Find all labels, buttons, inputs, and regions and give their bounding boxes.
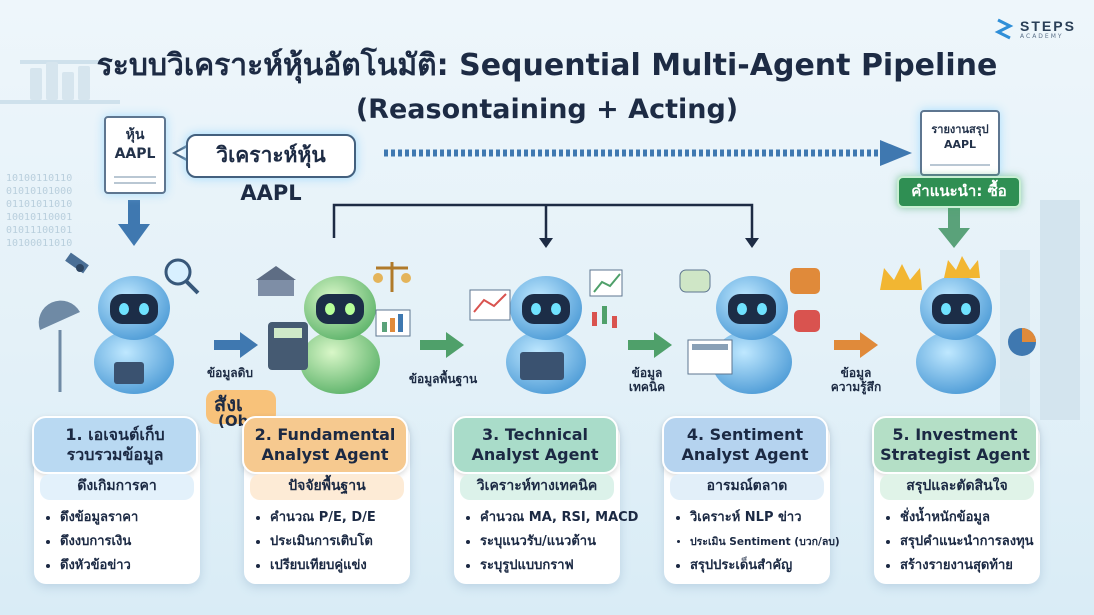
flow-label-technical: ข้อมูล เทคนิค (612, 366, 682, 394)
agent-card-subtitle: ปัจจัยพื้นฐาน (250, 474, 404, 500)
list-item: ระบุแนวรับ/แนวต้าน (480, 530, 626, 554)
hidden-label: สังเ (214, 392, 243, 416)
agent-card-title: 4. Sentiment Analyst Agent (662, 416, 828, 474)
agent-card-bullets: คำนวณ MA, RSI, MACD ระบุแนวรับ/แนวต้าน ร… (464, 506, 638, 578)
background-shelf (0, 100, 120, 104)
background-building (1040, 200, 1080, 420)
agent-card-subtitle: อารมณ์ตลาด (670, 474, 824, 500)
agent-card-bullets: วิเคราะห์ NLP ข่าว ประเมิน Sentiment (บว… (674, 506, 840, 578)
list-item: สร้างรายงานสุดท้าย (900, 554, 1046, 578)
arrow-technical (628, 332, 672, 358)
logo-icon (994, 18, 1014, 40)
arrow-sentiment (834, 332, 878, 358)
agent-card-title: 1. เอเจนต์เก็บรวบรวมข้อมูล (32, 416, 198, 474)
agent-card-technical: 3. Technical Analyst Agent วิเคราะห์ทางเ… (452, 416, 638, 584)
logo-name: STEPS (1020, 18, 1076, 34)
shared-data-bracket (332, 203, 759, 248)
list-item: เปรียบเทียบคู่แข่ง (270, 554, 416, 578)
background-book (78, 66, 90, 100)
flow-label-sentiment-line1: ข้อมูล (840, 366, 872, 380)
agent-card-title: 2. Fundamental Analyst Agent (242, 416, 408, 474)
input-document: หุ้น AAPL (104, 116, 166, 194)
flow-label-raw: ข้อมูลดิบ (206, 366, 254, 380)
background-book (62, 72, 74, 100)
input-doc-line1: หุ้น (125, 127, 145, 143)
list-item: สรุปประเด็นสำคัญ (690, 554, 836, 578)
logo-sub: ACADEMY (1020, 33, 1064, 40)
arrow-raw (214, 332, 258, 358)
agent-card-bullets: ชั่งน้ำหนักข้อมูล สรุปคำแนะนำการลงทุน สร… (884, 506, 1046, 578)
list-item: สรุปคำแนะนำการลงทุน (900, 530, 1046, 554)
recommendation-badge: คำแนะนำ: ซื้อ (897, 176, 1021, 208)
list-item: ดึงข้อมูลราคา (60, 506, 206, 530)
flow-label-sentiment-line2: ความรู้สึก (830, 380, 882, 394)
background-book (46, 62, 58, 100)
agent-card-subtitle: ดึงเกิมการคา (40, 474, 194, 500)
bubble-tail (176, 147, 188, 159)
main-flow-arrow (384, 140, 912, 166)
page-title: ระบบวิเคราะห์หุ้นอัตโนมัติ: Sequential M… (96, 48, 998, 83)
list-item: ประเมิน Sentiment (บวก/ลบ) (690, 530, 840, 554)
hidden-label-sub: (Ob (218, 412, 249, 430)
input-down-arrow (118, 200, 150, 246)
input-bubble: วิเคราะห์หุ้น AAPL (186, 134, 356, 205)
agent-card-title: 5. Investment Strategist Agent (872, 416, 1038, 474)
agent-card-sentiment: 4. Sentiment Analyst Agent อารมณ์ตลาด วิ… (662, 416, 840, 584)
list-item: ดึงหัวข้อข่าว (60, 554, 206, 578)
background-shelf (20, 60, 110, 64)
background-book (30, 68, 42, 100)
list-item: ประเมินการเติบโต (270, 530, 416, 554)
list-item: คำนวณ MA, RSI, MACD (480, 506, 638, 530)
list-item: คำนวณ P/E, D/E (270, 506, 416, 530)
input-doc-line2: AAPL (114, 146, 156, 162)
list-item: ชั่งน้ำหนักข้อมูล (900, 506, 1046, 530)
agent-card-bullets: คำนวณ P/E, D/E ประเมินการเติบโต เปรียบเท… (254, 506, 416, 578)
page-subtitle: (Reasontaining + Acting) (355, 94, 739, 125)
output-document: รายงานสรุป AAPL (920, 110, 1000, 176)
list-item: ดึงงบการเงิน (60, 530, 206, 554)
logo: STEPS ACADEMY (994, 18, 1076, 42)
output-down-arrow (938, 208, 970, 248)
agent-card-bullets: ดึงข้อมูลราคา ดึงงบการเงิน ดึงหัวข้อข่าว (44, 506, 206, 578)
agent-card-collector: 1. เอเจนต์เก็บรวบรวมข้อมูล ดึงเกิมการคา … (32, 416, 200, 584)
list-item: ระบุรูปแบบกราฟ (480, 554, 626, 578)
flow-label-sentiment: ข้อมูล ความรู้สึก (816, 366, 896, 394)
agent-card-strategist: 5. Investment Strategist Agent สรุปและตั… (872, 416, 1040, 584)
output-doc-line1: รายงานสรุป (931, 123, 989, 136)
background-binary: 10100110110 01010101000 01101011010 1001… (6, 173, 73, 249)
agent-card-subtitle: วิเคราะห์ทางเทคนิค (460, 474, 614, 500)
list-item: วิเคราะห์ NLP ข่าว (690, 506, 836, 530)
output-doc-line2: AAPL (943, 138, 977, 151)
agent-card-title: 3. Technical Analyst Agent (452, 416, 618, 474)
agent-card-subtitle: สรุปและตัดสินใจ (880, 474, 1034, 500)
flow-label-fundamental: ข้อมูลพื้นฐาน (408, 372, 478, 386)
flow-label-technical-line1: ข้อมูล (631, 366, 663, 380)
arrow-fundamental (420, 332, 464, 358)
flow-label-technical-line2: เทคนิค (628, 380, 666, 394)
agent-card-fundamental: 2. Fundamental Analyst Agent ปัจจัยพื้นฐ… (242, 416, 410, 584)
